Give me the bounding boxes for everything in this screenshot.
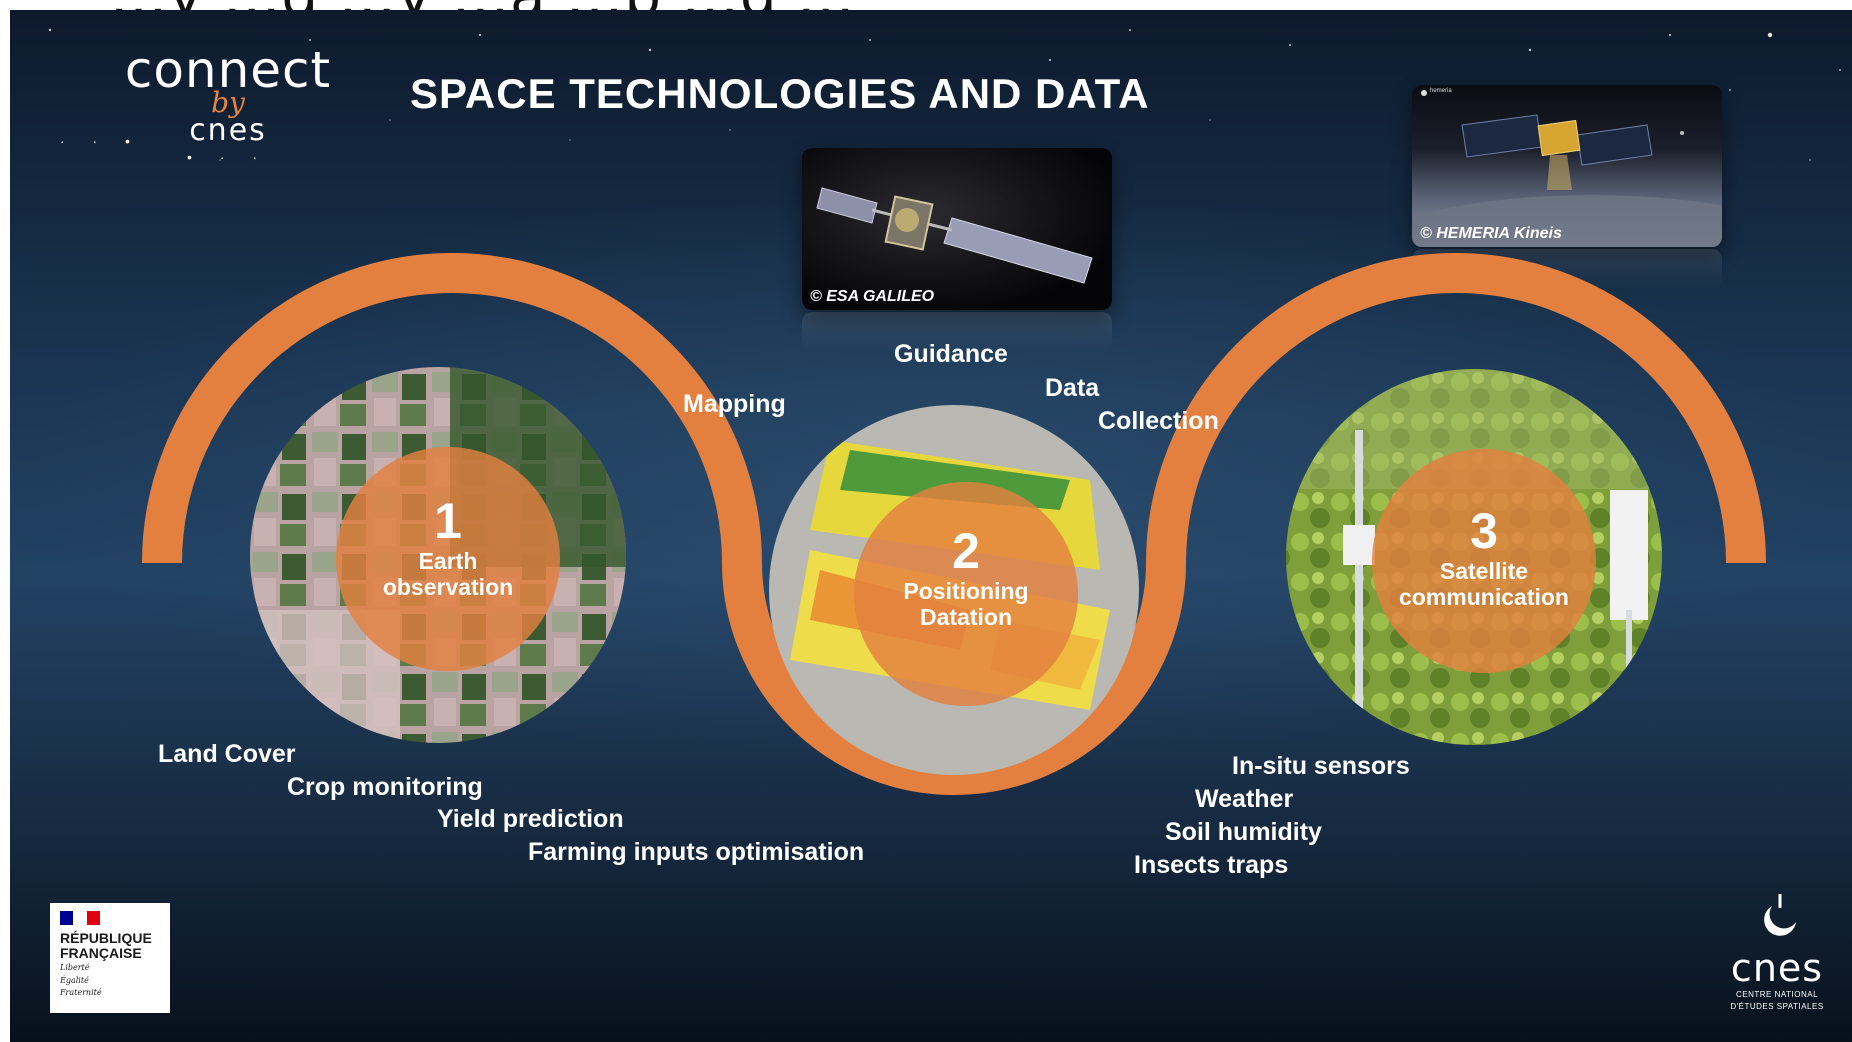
circle-1-overlay <box>336 447 560 671</box>
circle-1-line2: observation <box>382 573 514 600</box>
cnes-sub2: D'ÉTUDES SPATIALES <box>1730 1002 1824 1012</box>
rf-line2: FRANÇAISE <box>60 944 142 961</box>
logo-by: by <box>211 86 245 119</box>
rf-motto1: Liberté <box>60 963 90 973</box>
circle-2-number: 2 <box>952 523 980 579</box>
connect-by-cnes-logo: connect by cnes · · • • · · <box>60 41 384 165</box>
galileo-reflection <box>802 312 1112 352</box>
galileo-satellite-photo: © ESA GALILEO <box>802 148 1112 310</box>
circle-2-overlay <box>854 482 1078 706</box>
circle-2-line1: Positioning <box>903 577 1029 604</box>
label-guidance: Guidance <box>894 340 1008 368</box>
logo-dots: · · • • · · <box>59 133 397 165</box>
label-mapping: Mapping <box>683 390 786 418</box>
satellite-illustration <box>816 187 1093 284</box>
label-crop-monitoring: Crop monitoring <box>287 773 483 801</box>
kineis-illustration <box>1412 90 1722 247</box>
label-farming-inputs: Farming inputs optimisation <box>528 838 865 866</box>
galileo-caption: © ESA GALILEO <box>810 288 935 305</box>
kineis-caption: © HEMERIA Kineis <box>1420 225 1562 242</box>
cnes-logo: cnes CENTRE NATIONAL D'ÉTUDES SPATIALES <box>1722 892 1832 1012</box>
cnes-emblem-icon <box>1764 893 1796 936</box>
label-yield-prediction: Yield prediction <box>437 805 624 833</box>
flow-diagram <box>142 253 1766 795</box>
label-land-cover: Land Cover <box>158 740 296 768</box>
label-data: Data <box>1045 374 1100 402</box>
label-in-situ-sensors: In-situ sensors <box>1232 752 1410 780</box>
cnes-word: cnes <box>1730 945 1824 990</box>
circle-1-label: 1 Earth observation <box>333 495 563 600</box>
rf-line1: RÉPUBLIQUE <box>60 930 152 946</box>
circle-3-label: 3 Satellite communication <box>1369 505 1599 610</box>
circle-2-label: 2 Positioning Datation <box>851 525 1081 630</box>
label-insects-traps: Insects traps <box>1134 851 1289 879</box>
circle-2-line2: Datation <box>920 603 1012 630</box>
label-weather: Weather <box>1195 785 1294 813</box>
rf-motto3: Fraternité <box>60 987 102 997</box>
circle-1-line1: Earth <box>418 547 478 574</box>
cnes-sub1: CENTRE NATIONAL <box>1735 989 1819 999</box>
circle-1-number: 1 <box>434 493 462 549</box>
logo-cnes: cnes <box>189 113 267 148</box>
kineis-satellite-photo: hemeria © HEMERIA Kineis <box>1412 85 1722 247</box>
french-flag-icon <box>60 911 100 925</box>
circle-3-line1: Satellite <box>1439 557 1529 584</box>
circle-3-overlay <box>1372 449 1596 673</box>
page-title: SPACE TECHNOLOGIES AND DATA <box>410 70 1150 117</box>
hemeria-brand: hemeria <box>1430 88 1452 94</box>
republique-francaise-logo: RÉPUBLIQUE FRANÇAISE Liberté Égalité Fra… <box>50 903 170 1013</box>
rf-motto2: Égalité <box>60 975 89 985</box>
logo-word: connect <box>124 41 332 99</box>
label-collection: Collection <box>1098 407 1219 435</box>
starfield <box>48 28 1841 161</box>
circle-3-number: 3 <box>1470 503 1498 559</box>
label-soil-humidity: Soil humidity <box>1165 818 1322 846</box>
slide: connect by cnes · · • • · · SPACE TECHNO… <box>10 10 1852 1042</box>
circle-3-line2: communication <box>1399 583 1569 610</box>
